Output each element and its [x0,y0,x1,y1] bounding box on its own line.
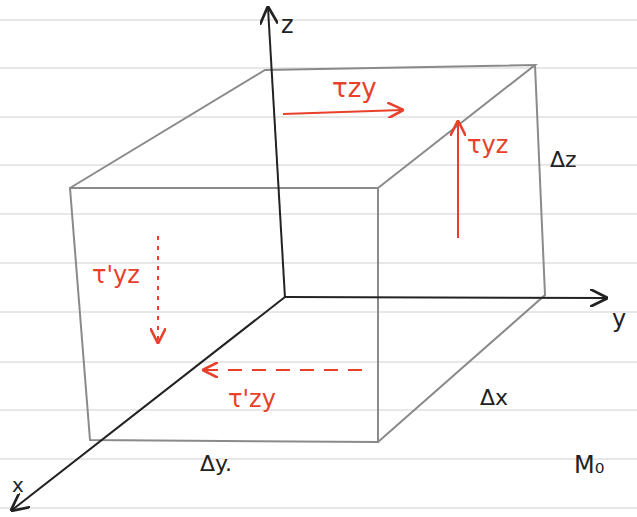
note-label: M₀ [574,452,604,478]
stress-label: τzy [332,74,377,103]
stress-label: τ'yz [92,262,140,288]
stress-label: τ'zy [228,386,276,412]
axis-label: z [281,12,294,38]
axis-label: y [612,306,626,332]
ruled-lines [0,20,637,508]
stress-label: τyz [467,132,508,158]
axis-label: x [12,474,24,496]
dimension-label: Δz [550,148,577,172]
cube-edges [70,65,545,442]
dimension-label: Δy. [200,452,232,476]
axes [12,8,606,510]
dimension-label: Δx [480,386,508,410]
stress-arrows [158,110,458,370]
